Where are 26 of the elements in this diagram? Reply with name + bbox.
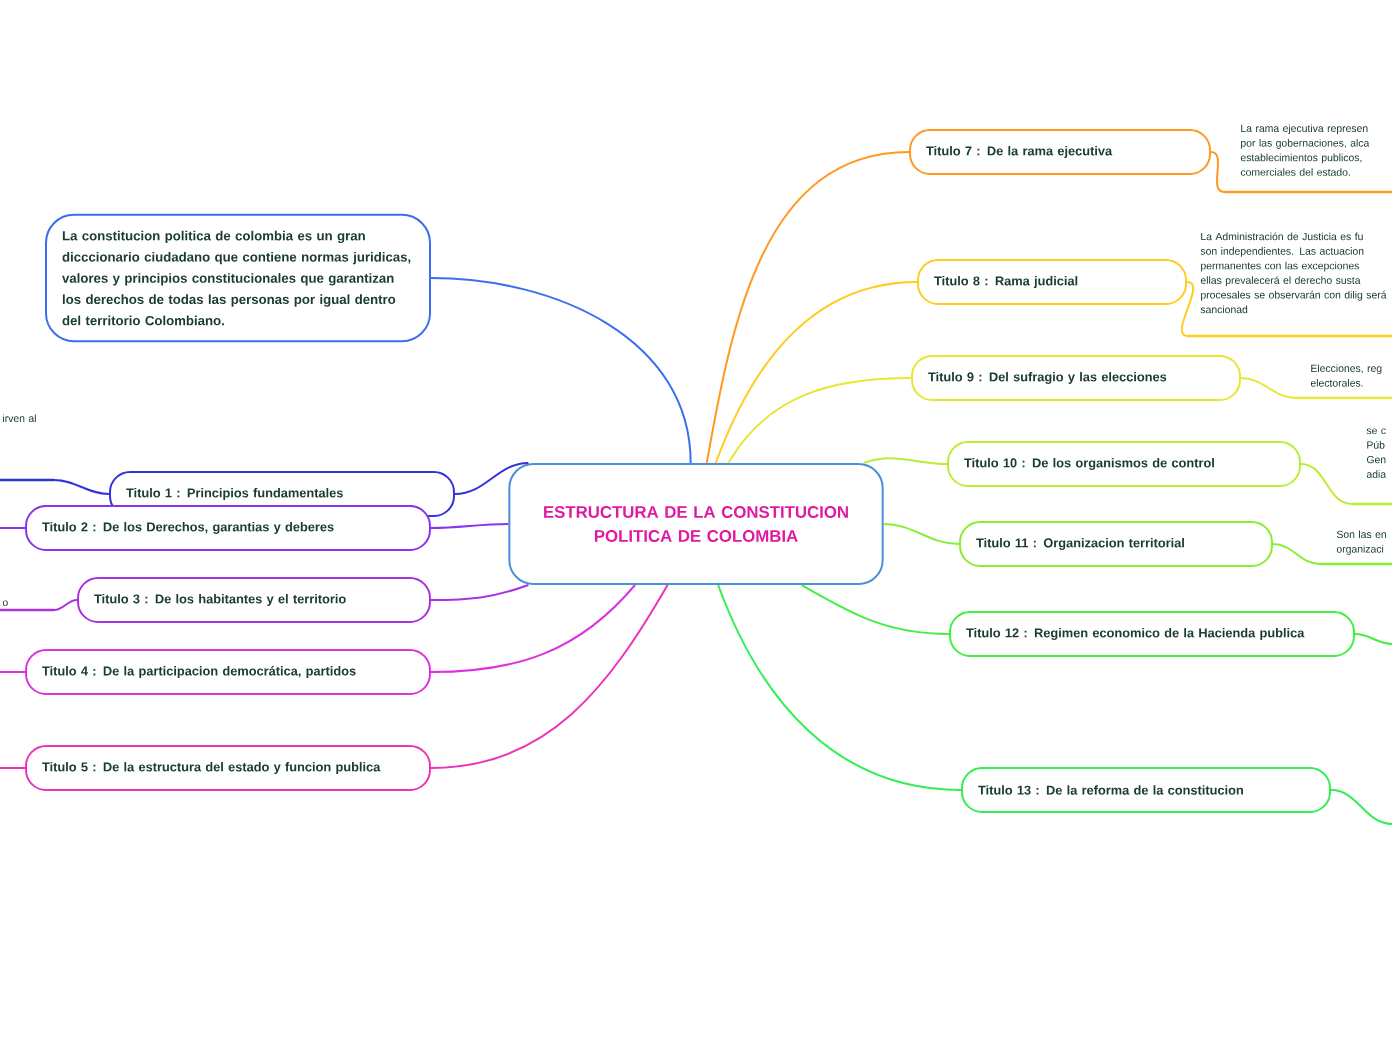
connector-line xyxy=(430,277,692,464)
connector-line xyxy=(1272,543,1321,565)
connector-line xyxy=(717,584,962,791)
connector-line xyxy=(1180,281,1195,337)
connector-line xyxy=(1330,789,1392,825)
connector-line xyxy=(430,584,530,601)
connector-line xyxy=(1240,377,1297,399)
connector-line xyxy=(714,281,918,464)
central-topic-box: ESTRUCTURA DE LA CONSTITUCION POLITICA DE COLOMBIA xyxy=(508,463,884,585)
connector-line xyxy=(1354,633,1392,645)
connector-line xyxy=(454,462,530,495)
connector-line xyxy=(53,599,78,611)
connector-line xyxy=(882,523,960,545)
connector-line xyxy=(53,479,110,495)
connector-line xyxy=(862,457,948,465)
connector-line xyxy=(430,584,636,673)
connector-line xyxy=(1210,151,1225,193)
connector-line xyxy=(705,151,910,464)
connector-line xyxy=(0,527,26,529)
connector-line xyxy=(430,584,669,769)
connector-line xyxy=(1300,463,1353,505)
connector-line xyxy=(430,523,510,529)
connector-line xyxy=(800,584,950,635)
connector-line xyxy=(0,767,26,769)
connector-line xyxy=(0,671,26,673)
connector-line xyxy=(727,377,912,464)
